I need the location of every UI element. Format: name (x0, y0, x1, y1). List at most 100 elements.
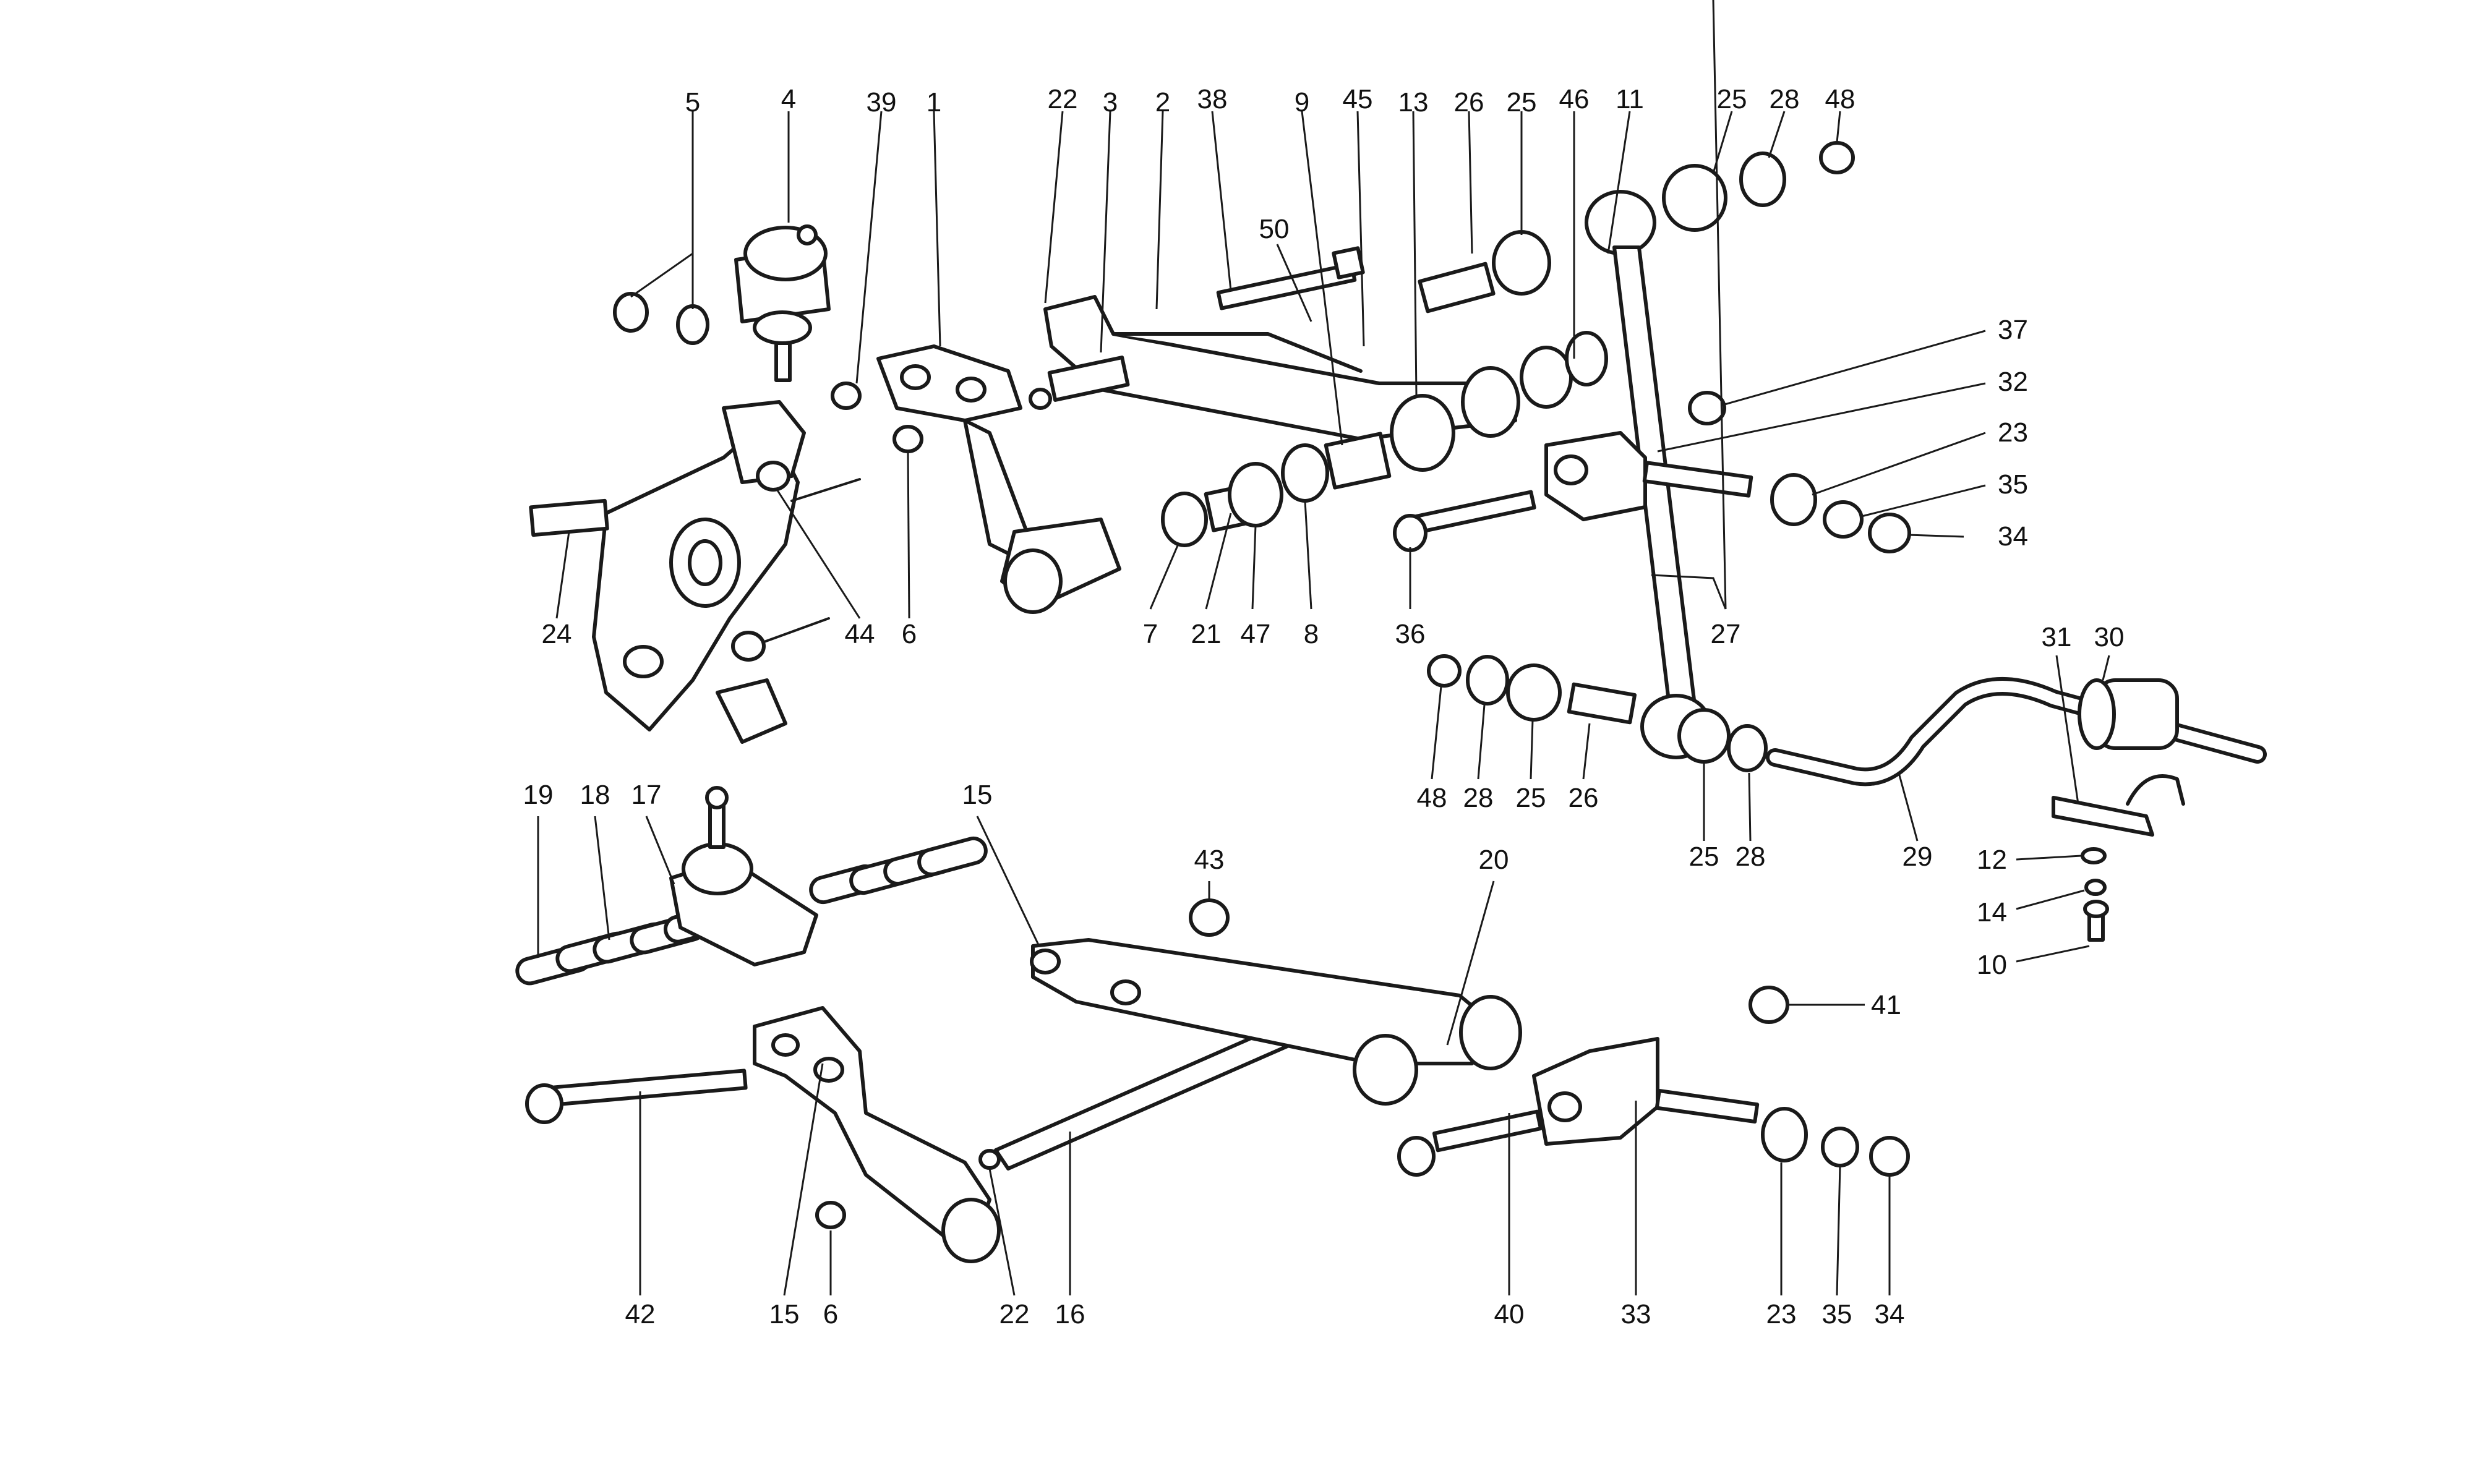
ball-joint-upper (734, 224, 831, 382)
nut-41 (1748, 986, 1789, 1024)
callout-8: 8 (1304, 619, 1319, 649)
callout-6: 6 (823, 1299, 838, 1329)
ball-joint-lower (669, 786, 818, 966)
clip-23-lower (1761, 1107, 1808, 1162)
callout-18: 18 (580, 780, 610, 810)
bushing-25-lower (1506, 663, 1562, 722)
nut-34-upper (1868, 513, 1911, 553)
sleeve-9 (1324, 432, 1392, 490)
callout-11: 11 (1616, 84, 1644, 114)
callout-12: 12 (1977, 845, 2007, 875)
bushing-25-upper (1492, 230, 1551, 296)
shims-18-19 (515, 905, 728, 986)
bushing-13 (1390, 394, 1455, 472)
callout-31: 31 (2042, 622, 2072, 652)
washer-35-lower (1821, 1127, 1859, 1167)
nut-6-lower (815, 1201, 846, 1229)
callout-30: 30 (2094, 622, 2125, 652)
callout-41: 41 (1871, 990, 1901, 1020)
callout-25: 25 (1507, 87, 1537, 117)
callout-50: 50 (1259, 214, 1290, 244)
callout-20: 20 (1479, 845, 1509, 875)
steering-knuckle (529, 400, 806, 744)
callout-35: 35 (1822, 1299, 1852, 1329)
bolt-38 (1216, 246, 1365, 310)
callout-28: 28 (1463, 783, 1494, 813)
callout-10: 10 (1977, 950, 2007, 980)
nut-48-lower (1427, 654, 1462, 688)
callout-34: 34 (1875, 1299, 1905, 1329)
callout-14: 14 (1977, 897, 2007, 927)
bushing-46 (1520, 346, 1573, 409)
callout-23: 23 (1998, 417, 2028, 448)
callout-43: 43 (1194, 845, 1225, 875)
bushing-25-link (1677, 708, 1731, 764)
washer-35-upper (1823, 500, 1864, 539)
clip-23-upper (1770, 473, 1817, 526)
callout-13: 13 (1398, 87, 1429, 117)
callout-15: 15 (962, 780, 993, 810)
lower-arm-rear (1030, 938, 1522, 1106)
bolt-36 (1393, 490, 1536, 552)
callout-44: 44 (845, 619, 875, 649)
callout-16: 16 (1055, 1299, 1085, 1329)
callout-34: 34 (1998, 521, 2028, 552)
nut-39 (831, 382, 862, 410)
lower-arm-front (753, 1006, 1001, 1263)
callout-42: 42 (625, 1299, 656, 1329)
callout-22: 22 (999, 1299, 1030, 1329)
anti-roll-bar (1766, 677, 2267, 787)
callout-9: 9 (1295, 87, 1309, 117)
callout-46: 46 (1559, 84, 1590, 114)
callout-32: 32 (1998, 367, 2028, 397)
callout-28: 28 (1770, 84, 1800, 114)
callout-45: 45 (1343, 84, 1373, 114)
bushing-25-top-right (1662, 164, 1727, 232)
callout-23: 23 (1766, 1299, 1797, 1329)
callout-38: 38 (1197, 84, 1228, 114)
washer-5b (676, 304, 709, 345)
washer-14 (2084, 879, 2107, 896)
nut-34-lower (1869, 1136, 1910, 1177)
parts-artwork (515, 141, 2267, 1263)
callout-17: 17 (631, 780, 662, 810)
nut-lower-knuckle (731, 631, 766, 662)
washer-5a (613, 292, 649, 333)
bushing-47 (1228, 462, 1283, 527)
callout-22: 22 (1048, 84, 1078, 114)
cotter-pin-upper (790, 478, 861, 502)
bracket-33 (1532, 1037, 1760, 1146)
callout-48: 48 (1417, 783, 1447, 813)
bracket-32 (1544, 431, 1753, 521)
callout-40: 40 (1494, 1299, 1525, 1329)
callout-39: 39 (867, 87, 897, 117)
nut-48-top (1819, 141, 1855, 174)
sleeve-26-lower (1567, 682, 1637, 725)
bolt-40 (1397, 1109, 1543, 1177)
callout-26: 26 (1569, 783, 1599, 813)
bushing-11 (1565, 331, 1608, 386)
callout-24: 24 (542, 619, 572, 649)
callout-7: 7 (1143, 619, 1158, 649)
callout-28: 28 (1736, 842, 1766, 872)
upper-arm-front (876, 344, 1121, 614)
washer-7 (1161, 492, 1208, 547)
cotter-pin-lower (760, 617, 830, 644)
washer-8 (1281, 443, 1329, 503)
nut-44 (756, 461, 790, 492)
washer-28-top (1739, 151, 1786, 207)
leader-lines (537, 0, 2110, 1296)
upper-arm-rear (1043, 295, 1520, 441)
callout-25: 25 (1516, 783, 1546, 813)
washer-12 (2081, 847, 2107, 864)
callout-2: 2 (1155, 87, 1170, 117)
callout-4: 4 (781, 84, 796, 114)
callout-3: 3 (1103, 87, 1118, 117)
bolt-42 (525, 1068, 748, 1124)
callout-5: 5 (685, 87, 700, 117)
callout-25: 25 (1689, 842, 1719, 872)
sleeve-26-upper (1418, 262, 1496, 313)
callout-25: 25 (1717, 84, 1747, 114)
bracket-31 (2052, 774, 2185, 837)
